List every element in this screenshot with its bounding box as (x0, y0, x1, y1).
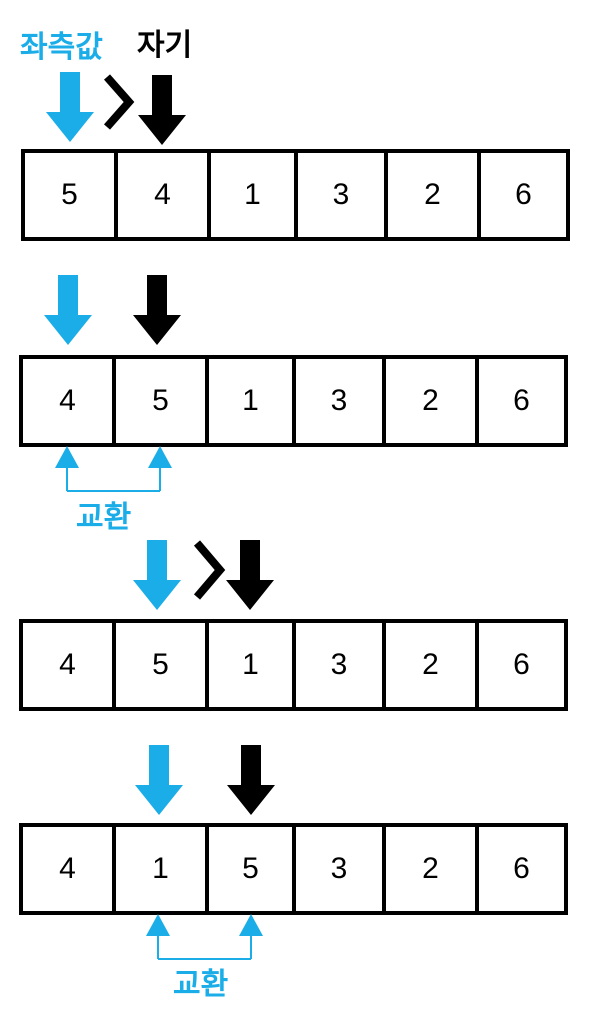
self-down-arrow-icon (226, 540, 274, 610)
swap-bracket-icon (55, 446, 172, 492)
left-value-label: 좌측값 (20, 30, 103, 65)
self-down-arrow-icon (133, 275, 181, 345)
self-label: 자기 (137, 28, 193, 63)
array-cell: 6 (477, 149, 570, 241)
left-value-down-arrow-icon (46, 72, 94, 142)
swap-label-1: 교환 (76, 500, 132, 535)
swap-label-2: 교환 (173, 967, 229, 1002)
array-cell: 6 (475, 355, 568, 447)
array-cell: 6 (475, 823, 568, 915)
greater-than-icon (103, 74, 135, 130)
array-cell: 6 (475, 619, 568, 711)
left-value-down-arrow-icon (133, 540, 181, 610)
self-down-arrow-icon (138, 75, 186, 145)
self-down-arrow-icon (227, 745, 275, 815)
left-value-down-arrow-icon (135, 745, 183, 815)
greater-than-icon (193, 540, 226, 600)
swap-bracket-icon (146, 914, 263, 960)
left-value-down-arrow-icon (44, 275, 92, 345)
